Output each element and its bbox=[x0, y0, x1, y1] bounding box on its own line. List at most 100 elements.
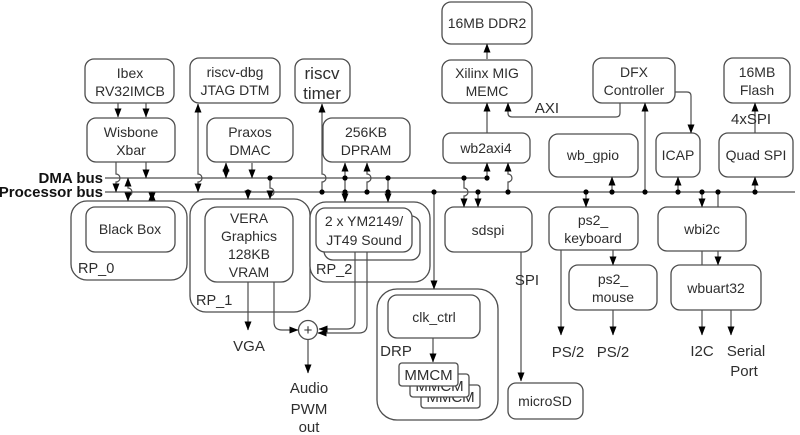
node-ibex bbox=[84, 58, 175, 104]
audio-out-label-2: PWM bbox=[291, 401, 328, 418]
wire-sound-audio-b bbox=[317, 252, 368, 337]
wire-dfx-icap bbox=[675, 91, 695, 134]
wire-axi-dfx-mig bbox=[504, 102, 621, 118]
ibex-label-1: Ibex bbox=[117, 65, 143, 81]
flash-label-2: Flash bbox=[740, 82, 774, 98]
drp-label: DRP bbox=[380, 343, 412, 360]
wb-gpio-label: wb_gpio bbox=[566, 147, 619, 163]
junction-dot bbox=[484, 175, 490, 181]
microsd-label: microSD bbox=[518, 393, 572, 409]
riscv-timer-label-2: timer bbox=[303, 84, 341, 103]
wire-wisbone-procbus bbox=[112, 162, 121, 193]
junction-dot bbox=[342, 189, 348, 195]
ps2-mouse-port-label: PS/2 bbox=[597, 344, 630, 361]
serial-port-label-2: Port bbox=[730, 363, 758, 380]
vera-label-3: 128KB bbox=[228, 246, 270, 262]
junction-dot bbox=[505, 189, 511, 195]
dfx-label-1: DFX bbox=[620, 64, 649, 80]
ps2-keyboard-port-label: PS/2 bbox=[552, 344, 585, 361]
ibex-label-2: RV32IMCB bbox=[95, 83, 165, 99]
node-riscv-timer bbox=[294, 58, 351, 104]
spi-label: SPI bbox=[515, 272, 539, 289]
dpram-label-2: DPRAM bbox=[341, 142, 392, 158]
wire-procbus-wb2axi4 bbox=[504, 162, 513, 192]
wire-dmabus-rp1 bbox=[266, 178, 275, 200]
junction-dot bbox=[385, 189, 391, 195]
rp2-label: RP_2 bbox=[316, 262, 352, 278]
junction-dot bbox=[431, 189, 437, 195]
junction-dot bbox=[675, 189, 681, 195]
wire-dpram-procbus bbox=[363, 162, 372, 192]
axi-label: AXI bbox=[535, 100, 559, 117]
bus-lines bbox=[105, 177, 795, 193]
audio-out-label-3: out bbox=[299, 419, 321, 435]
wbuart32-label: wbuart32 bbox=[686, 280, 745, 296]
wb2axi4-label: wb2axi4 bbox=[459, 140, 512, 156]
junction-dot bbox=[267, 175, 273, 181]
processor-bus-label: Processor bus bbox=[0, 184, 103, 201]
flash-label-1: 16MB bbox=[739, 64, 776, 80]
vera-label-4: VRAM bbox=[229, 264, 269, 280]
junction-dot bbox=[245, 189, 251, 195]
black-box-label: Black Box bbox=[99, 221, 161, 237]
wire-procbus-riscvdbg bbox=[194, 103, 203, 193]
icap-label: ICAP bbox=[662, 147, 695, 163]
junction-dot bbox=[715, 189, 721, 195]
node-clk-ctrl bbox=[387, 294, 481, 339]
wire-procbus-timer bbox=[318, 103, 327, 192]
junction-dots bbox=[245, 175, 758, 195]
ps2-mouse-label-2: mouse bbox=[592, 289, 634, 305]
node-praxos bbox=[206, 117, 294, 163]
dpram-label-1: 256KB bbox=[345, 124, 387, 140]
rp0-label: RP_0 bbox=[78, 261, 114, 277]
junction-dot bbox=[461, 175, 467, 181]
i2c-label: I2C bbox=[690, 343, 714, 360]
node-mmcm bbox=[398, 362, 459, 387]
mig-label-1: Xilinx MIG bbox=[455, 65, 519, 81]
wire-dmabus-rp0 bbox=[124, 177, 133, 202]
node-vera bbox=[204, 206, 294, 283]
node-dfx bbox=[592, 57, 676, 104]
node-dpram bbox=[322, 117, 411, 163]
junction-dot bbox=[699, 189, 705, 195]
node-ps2-keyboard bbox=[548, 206, 639, 251]
wire-sound-audio-a bbox=[318, 252, 356, 333]
vga-label: VGA bbox=[233, 338, 265, 355]
praxos-label-2: DMAC bbox=[229, 142, 270, 158]
ddr2-label: 16MB DDR2 bbox=[448, 15, 527, 31]
sound-label-1: 2 x YM2149/ bbox=[325, 213, 403, 229]
vera-label-2: Graphics bbox=[221, 228, 277, 244]
quad-spi-label: Quad SPI bbox=[726, 147, 787, 163]
dfx-label-2: Controller bbox=[604, 82, 665, 98]
junction-dot bbox=[609, 189, 615, 195]
sound-label-2: JT49 Sound bbox=[326, 232, 402, 248]
junction-dot bbox=[385, 175, 391, 181]
audio-sum-plus-label: + bbox=[304, 322, 313, 339]
dma-bus-label: DMA bus bbox=[39, 170, 103, 187]
serial-port-label-1: Serial bbox=[727, 343, 765, 360]
sdspi-label: sdspi bbox=[472, 222, 505, 238]
node-black-box bbox=[85, 206, 176, 253]
node-labels: Ibex RV32IMCB riscv-dbg JTAG DTM riscv t… bbox=[95, 15, 786, 409]
wisbone-label-2: Xbar bbox=[116, 142, 146, 158]
junction-dot bbox=[642, 189, 648, 195]
vera-label-1: VERA bbox=[230, 210, 269, 226]
node-wisbone bbox=[86, 117, 176, 163]
ps2-keyboard-label-1: ps2_ bbox=[578, 212, 609, 228]
junction-dot bbox=[319, 189, 325, 195]
node-wb-gpio bbox=[548, 133, 639, 178]
riscv-dbg-label-2: JTAG DTM bbox=[201, 82, 270, 98]
clk-ctrl-label: clk_ctrl bbox=[412, 309, 456, 325]
ps2-mouse-label-1: ps2_ bbox=[598, 271, 629, 287]
mmcm-label: MMCM bbox=[404, 367, 452, 384]
qspi-label: 4xSPI bbox=[731, 111, 771, 128]
container-labels: RP_0 RP_1 RP_2 bbox=[78, 261, 352, 309]
node-sound bbox=[315, 207, 413, 253]
wire-dmabus-sdspi bbox=[460, 178, 469, 208]
junction-dot bbox=[752, 189, 758, 195]
bus-labels: DMA bus Processor bus bbox=[0, 170, 103, 201]
ps2-keyboard-label-2: keyboard bbox=[564, 230, 622, 246]
junction-dot bbox=[583, 189, 589, 195]
